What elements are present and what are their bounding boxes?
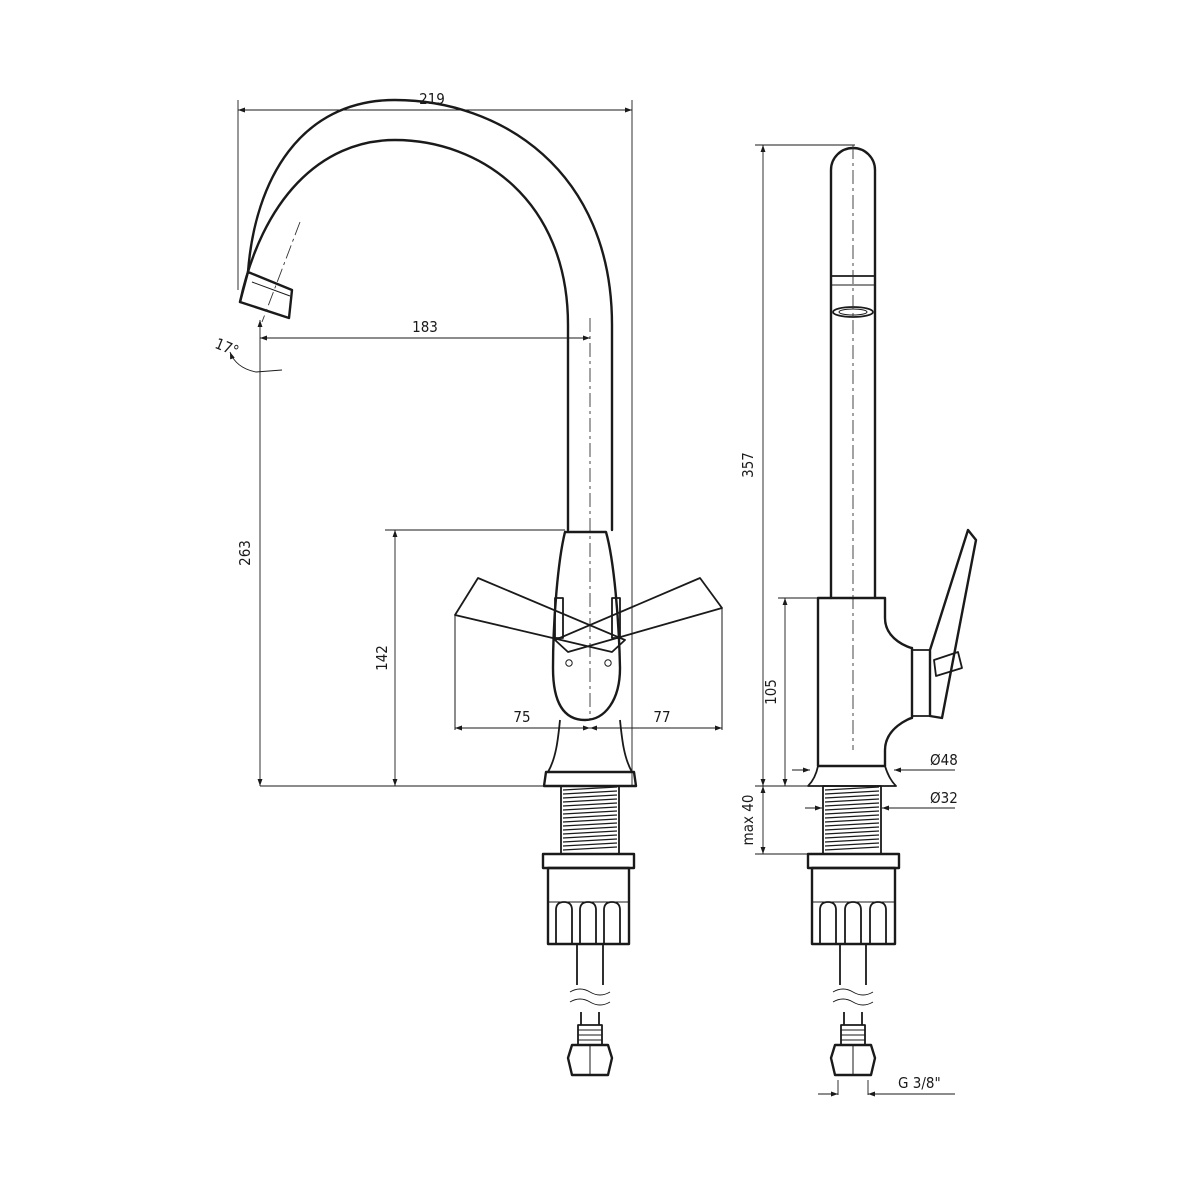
side-dimensions xyxy=(755,144,955,1097)
dimension-357: 357 xyxy=(739,452,757,478)
side-shank xyxy=(822,785,882,855)
side-fixing-nut xyxy=(806,852,901,946)
front-handle-right-position xyxy=(554,577,723,730)
dimension-219: 219 xyxy=(419,90,445,108)
dimension-diameter-32: Ø32 xyxy=(930,789,958,807)
dimension-75: 75 xyxy=(513,708,530,726)
dimension-max-40: max 40 xyxy=(739,795,757,846)
front-shank xyxy=(560,785,620,855)
side-handle xyxy=(928,528,978,720)
side-body xyxy=(807,596,931,787)
side-supply-hose xyxy=(829,944,877,1077)
front-handle-left-position xyxy=(454,577,626,730)
front-spout xyxy=(238,98,614,720)
dimension-g-3-8: G 3/8" xyxy=(898,1074,941,1092)
side-spout xyxy=(829,145,877,750)
dimension-17-degree: 17° xyxy=(212,335,241,361)
front-supply-hose xyxy=(566,944,614,1077)
dimension-142: 142 xyxy=(373,645,391,671)
dimension-263: 263 xyxy=(236,540,254,566)
dimension-183: 183 xyxy=(412,318,438,336)
front-dimensions xyxy=(229,100,722,787)
dimension-diameter-48: Ø48 xyxy=(930,751,958,769)
side-view: 357 105 Ø48 Ø32 max 40 G 3/8" xyxy=(739,144,978,1097)
front-fixing-nut xyxy=(541,852,636,946)
dimension-77: 77 xyxy=(653,708,670,726)
front-view: 219 183 17° 263 142 75 77 xyxy=(212,90,723,1077)
dimension-105: 105 xyxy=(762,679,780,705)
